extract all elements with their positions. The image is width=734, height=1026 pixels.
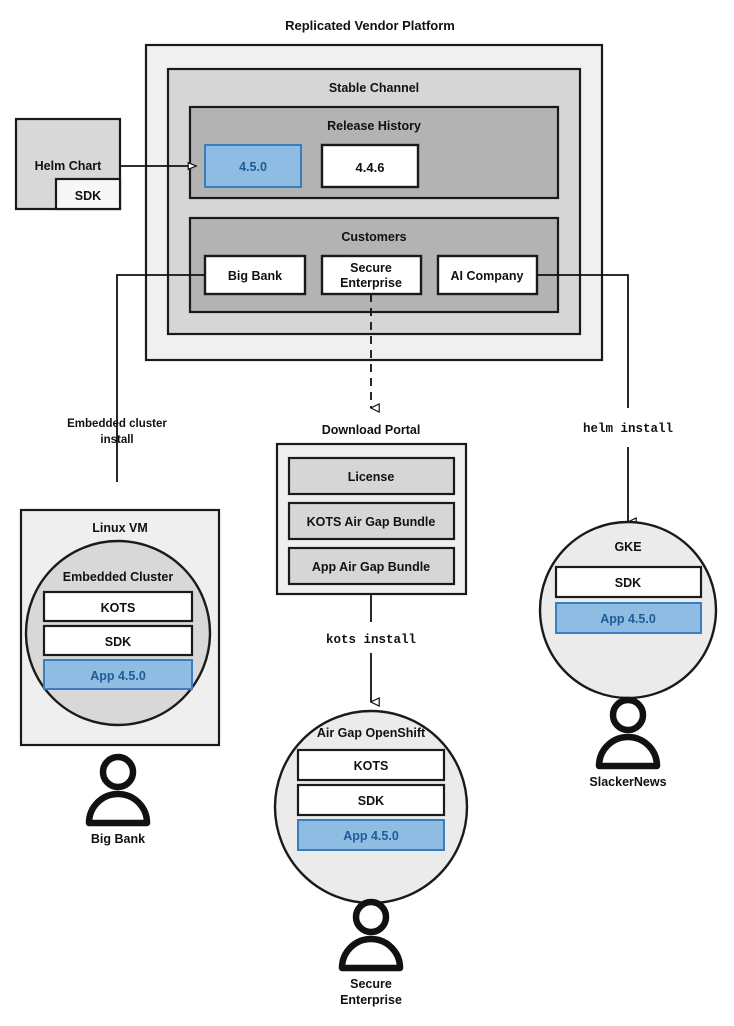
- linux-vm-component-app-label: App 4.5.0: [90, 669, 146, 683]
- edge-bigbank-to-linuxvm: [116, 274, 205, 482]
- edge-label-helm-install: helm install: [583, 422, 673, 436]
- customer-box-big-bank[interactable]: [203, 254, 307, 296]
- person-head-icon: [609, 696, 647, 734]
- download-portal-item-app-bundle-label: App Air Gap Bundle: [312, 560, 430, 574]
- stable-channel-title: Stable Channel: [329, 81, 419, 95]
- actor-big-bank: [85, 753, 151, 827]
- air-gap-openshift-title: Air Gap OpenShift: [317, 726, 426, 740]
- release-box-0[interactable]: [204, 144, 302, 188]
- edge-label-embedded-install-1: Embedded cluster: [67, 418, 167, 430]
- release-box-1[interactable]: [320, 143, 420, 189]
- openshift-component-sdk-label: SDK: [358, 794, 384, 808]
- actor-label-secure-enterprise-1: Secure: [350, 977, 392, 991]
- linux-vm-component-kots[interactable]: [42, 590, 194, 623]
- page-title: Replicated Vendor Platform: [285, 18, 455, 33]
- embedded-cluster-title: Embedded Cluster: [63, 570, 174, 584]
- download-portal-item-kots-bundle[interactable]: [287, 501, 456, 541]
- actor-label-secure-enterprise-2: Enterprise: [340, 993, 402, 1007]
- edge-label-embedded-install-2: install: [100, 434, 133, 446]
- customer-label-secure-enterprise: Secure: [350, 261, 392, 275]
- person-head-icon: [352, 898, 390, 936]
- release-label-0: 4.5.0: [239, 160, 267, 174]
- linux-vm-component-kots-label: KOTS: [101, 601, 136, 615]
- openshift-component-app-label: App 4.5.0: [343, 829, 399, 843]
- helm-chart-title: Helm Chart: [35, 159, 103, 173]
- download-portal-item-license-label: License: [348, 470, 395, 484]
- customers-title: Customers: [341, 230, 406, 244]
- openshift-component-kots-label: KOTS: [354, 759, 389, 773]
- linux-vm-title: Linux VM: [92, 521, 148, 535]
- actor-slackernews: [595, 696, 661, 770]
- helm-chart-sdk-label: SDK: [75, 189, 101, 203]
- gke-component-sdk-label: SDK: [615, 576, 641, 590]
- gke-title: GKE: [614, 540, 641, 554]
- gke-component-app[interactable]: [555, 602, 702, 634]
- download-portal-item-license[interactable]: [287, 456, 456, 496]
- linux-vm-component-sdk[interactable]: [42, 624, 194, 657]
- actor-label-big-bank: Big Bank: [91, 832, 145, 846]
- openshift-component-sdk[interactable]: [296, 783, 446, 817]
- linux-vm-component-sdk-label: SDK: [105, 635, 131, 649]
- release-label-1: 4.4.6: [356, 160, 385, 175]
- edge-label-kots-install: kots install: [326, 633, 416, 647]
- customer-label-big-bank: Big Bank: [228, 269, 282, 283]
- gke-component-app-label: App 4.5.0: [600, 612, 656, 626]
- openshift-component-kots[interactable]: [296, 748, 446, 782]
- customer-box-ai-company[interactable]: [436, 254, 539, 296]
- download-portal-item-kots-bundle-label: KOTS Air Gap Bundle: [307, 515, 436, 529]
- helm-chart-sdk-box[interactable]: [54, 177, 122, 211]
- openshift-component-app[interactable]: [297, 819, 445, 851]
- person-body-icon: [85, 790, 151, 827]
- person-head-icon: [99, 753, 137, 791]
- person-body-icon: [338, 935, 404, 972]
- customer-box-secure-enterprise[interactable]: [320, 254, 423, 296]
- actor-label-slackernews: SlackerNews: [589, 775, 666, 789]
- edge-aicompany-to-gke: [537, 274, 629, 408]
- download-portal-item-app-bundle[interactable]: [287, 546, 456, 586]
- customer-label-ai-company: AI Company: [451, 269, 524, 283]
- customer-label-secure-enterprise-2: Enterprise: [340, 276, 402, 290]
- person-body-icon: [595, 733, 661, 770]
- download-portal-title: Download Portal: [322, 423, 421, 437]
- linux-vm-component-app[interactable]: [43, 659, 193, 690]
- release-history-title: Release History: [327, 119, 421, 133]
- gke-component-sdk[interactable]: [554, 565, 703, 599]
- actor-secure-enterprise: [338, 898, 404, 972]
